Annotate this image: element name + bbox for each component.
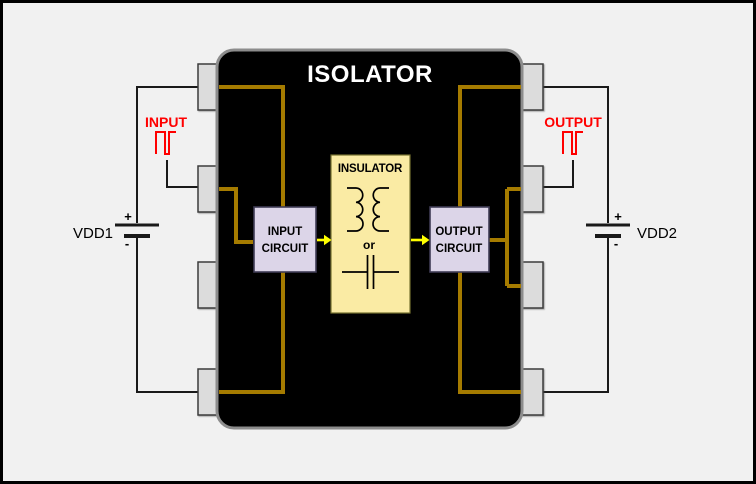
insulator-label: INSULATOR — [338, 163, 403, 175]
input-waveform-icon — [155, 131, 176, 155]
capacitor-icon — [342, 255, 399, 289]
vdd1-plus-label: + — [124, 209, 132, 224]
input-circuit-box — [253, 206, 317, 273]
vdd2-label: VDD2 — [637, 225, 677, 242]
pin-right-3 — [520, 261, 544, 309]
output-circuit-label-line1: OUTPUT — [435, 226, 482, 238]
input-pin-wire — [219, 187, 253, 244]
vdd1-minus-label: - — [125, 236, 129, 251]
isolator-diagram: + - VDD1 INPUT + - VDD2 OUTPUT ISOLATOR … — [3, 3, 753, 481]
input-circuit-label-line1: INPUT — [268, 226, 303, 238]
input-ground-wire — [219, 272, 285, 394]
output-branch-wire — [489, 187, 521, 288]
vdd2-battery-icon — [586, 223, 630, 238]
insulator-box — [330, 154, 411, 314]
or-label: or — [363, 238, 375, 252]
input-circuit-label-line2: CIRCUIT — [262, 243, 309, 255]
vdd2-positive-wire — [543, 86, 609, 223]
pin-right-1 — [520, 63, 544, 111]
arrow-insulator-to-output-icon — [411, 234, 430, 246]
vdd1-label: VDD1 — [73, 225, 113, 242]
output-circuit-box — [429, 206, 490, 273]
vdd1-battery-icon — [115, 223, 159, 238]
transformer-icon — [347, 187, 389, 232]
vdd1-negative-wire — [136, 238, 198, 393]
arrow-input-to-insulator-icon — [317, 234, 332, 246]
output-circuit-label-line2: CIRCUIT — [436, 243, 483, 255]
vdd2-minus-label: - — [614, 236, 618, 251]
output-supply-wire — [458, 85, 521, 207]
vdd2-plus-label: + — [614, 209, 622, 224]
pin-right-2 — [520, 165, 544, 213]
pin-right-4 — [520, 368, 544, 416]
vdd1-positive-wire — [136, 86, 198, 223]
input-label: INPUT — [145, 114, 187, 130]
input-signal-wire — [166, 160, 198, 188]
chip-title: ISOLATOR — [307, 61, 433, 88]
output-signal-wire — [543, 160, 574, 188]
vdd2-negative-wire — [543, 238, 609, 393]
output-label: OUTPUT — [544, 114, 602, 130]
output-ground-wire — [458, 272, 521, 394]
output-waveform-icon — [562, 131, 583, 155]
input-supply-wire — [219, 85, 285, 207]
